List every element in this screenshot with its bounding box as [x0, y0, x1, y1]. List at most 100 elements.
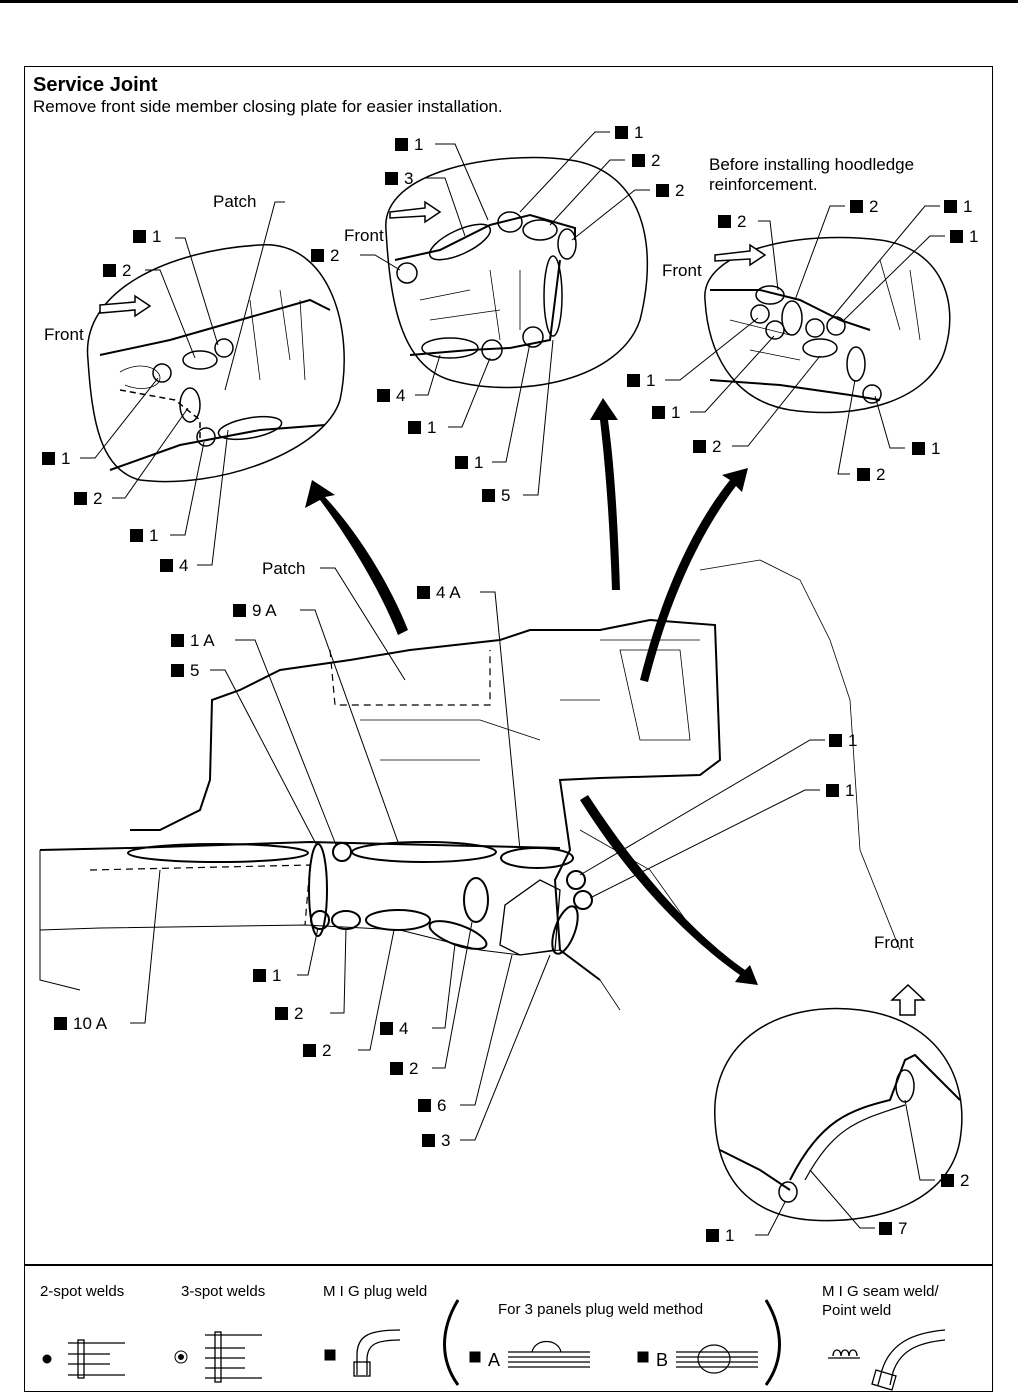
- weld-label-tc-2c: 2: [656, 182, 684, 200]
- weld-count: 4 A: [436, 583, 461, 602]
- weld-count: 2: [122, 261, 132, 280]
- leader-lines: [80, 131, 945, 1236]
- front-arrow-left: [99, 294, 152, 318]
- plug-weld-square-icon: [377, 389, 390, 402]
- legend-mig-seam-1: M I G seam weld/: [822, 1283, 939, 1300]
- weld-label-m-4: 4: [380, 1020, 408, 1038]
- weld-count: 1: [427, 418, 437, 437]
- weld-count: 1: [414, 135, 424, 154]
- plug-weld-square-icon: [693, 440, 706, 453]
- weld-label-m-9a: 9 A: [233, 602, 277, 620]
- plug-weld-square-icon: [54, 1017, 67, 1030]
- figure-frame: [24, 66, 993, 1392]
- plug-weld-square-icon: [275, 1007, 288, 1020]
- weld-count: 2: [322, 1041, 332, 1060]
- weld-label-m-4a: 4 A: [417, 584, 461, 602]
- weld-label-tc-1d: 1: [455, 454, 483, 472]
- plug-weld-square-icon: [656, 184, 669, 197]
- hoodledge-note: Before installing hoodledge reinforcemen…: [709, 155, 915, 194]
- front-label-left: Front: [44, 325, 84, 344]
- plug-weld-square-icon: [233, 604, 246, 617]
- plug-weld-square-icon: [385, 172, 398, 185]
- three-spot-icon: [205, 1331, 262, 1383]
- weld-count: 6: [437, 1096, 447, 1115]
- weld-label-m-1r2: 1: [826, 782, 854, 800]
- plug-weld-square-icon: [253, 969, 266, 982]
- plug-weld-square-icon: [718, 215, 731, 228]
- big-arrows: [305, 398, 758, 985]
- plug-weld-square-icon: [395, 138, 408, 151]
- plug-weld-square-icon: [850, 200, 863, 213]
- weld-label-br-1: 1: [706, 1227, 734, 1245]
- weld-label-m-2b: 2: [303, 1042, 331, 1060]
- weld-label-m-6: 6: [418, 1097, 446, 1115]
- weld-count: 2: [409, 1059, 419, 1078]
- plug-weld-square-icon: [652, 406, 665, 419]
- legend-mig-plug: M I G plug weld: [323, 1283, 428, 1300]
- main-body: [39, 559, 901, 1011]
- weld-label-tc-2b: 2: [632, 152, 660, 170]
- weld-label-tr-1c: 1: [627, 372, 655, 390]
- weld-count: 1: [646, 371, 656, 390]
- two-spot-icon: [68, 1339, 125, 1379]
- legend-b-label: B: [656, 1350, 669, 1370]
- front-label-right: Front: [662, 261, 702, 280]
- plug-square-b-icon: [637, 1351, 649, 1363]
- front-label-bottom: Front: [874, 933, 914, 952]
- weld-count: 2: [960, 1171, 970, 1190]
- weld-label-m-1r1: 1: [829, 732, 857, 750]
- patch-label-detail: Patch: [213, 192, 257, 211]
- weld-label-br-2: 2: [941, 1172, 969, 1190]
- legend-three-panels: For 3 panels plug weld method: [498, 1301, 704, 1318]
- plug-weld-square-icon: [944, 200, 957, 213]
- weld-label-tl-2b: 2: [74, 490, 102, 508]
- plug-weld-square-icon: [950, 230, 963, 243]
- weld-count: 1: [149, 526, 159, 545]
- weld-label-tc-4: 4: [377, 387, 405, 405]
- weld-count: 1: [634, 123, 644, 142]
- weld-label-m-2a: 2: [275, 1005, 303, 1023]
- weld-count: 1: [725, 1226, 735, 1245]
- weld-count: 10 A: [73, 1014, 108, 1033]
- plug-weld-square-icon: [103, 264, 116, 277]
- weld-label-tl-1b: 1: [42, 450, 70, 468]
- weld-label-tr-2d: 2: [857, 466, 885, 484]
- weld-label-tc-5: 5: [482, 487, 510, 505]
- detail-top-center: [385, 156, 649, 389]
- plug-square-a-icon: [469, 1351, 481, 1363]
- weld-count: 2: [651, 151, 661, 170]
- plug-weld-b-icon: [676, 1344, 758, 1374]
- plug-weld-square-icon: [74, 492, 87, 505]
- plug-weld-square-icon: [380, 1022, 393, 1035]
- weld-count: 4: [396, 386, 406, 405]
- plug-weld-square-icon: [171, 664, 184, 677]
- weld-count: 2: [675, 181, 685, 200]
- weld-count: 1: [963, 197, 973, 216]
- page-title: Service Joint: [33, 74, 158, 96]
- legend-divider: [24, 1264, 993, 1266]
- front-label-top: Front: [344, 226, 384, 245]
- weld-label-m-2c: 2: [390, 1060, 418, 1078]
- weld-label-tc-3: 3: [385, 170, 413, 188]
- weld-count: 3: [441, 1131, 451, 1150]
- mig-plug-icon: [356, 1329, 401, 1375]
- weld-label-tl-4: 4: [160, 557, 188, 575]
- seam-weld-icon: [828, 1349, 860, 1359]
- weld-label-m-1b: 1: [253, 967, 281, 985]
- right-paren-icon: [764, 1299, 781, 1386]
- weld-label-tr-2b: 2: [850, 198, 878, 216]
- weld-count: 4: [179, 556, 189, 575]
- plug-weld-square-icon: [829, 734, 842, 747]
- legend-a-label: A: [488, 1350, 501, 1370]
- weld-count: 4: [399, 1019, 409, 1038]
- weld-count: 1: [474, 453, 484, 472]
- weld-label-tc-1c: 1: [408, 419, 436, 437]
- weld-label-tc-1b: 1: [615, 124, 643, 142]
- plug-weld-square-icon: [311, 249, 324, 262]
- plug-weld-square-icon: [941, 1174, 954, 1187]
- page-subtitle: Remove front side member closing plate f…: [33, 97, 503, 116]
- plug-weld-square-icon: [706, 1229, 719, 1242]
- weld-label-tr-1b: 1: [950, 228, 978, 246]
- legend-mig-seam-2: Point weld: [822, 1302, 892, 1319]
- left-paren-icon: [443, 1299, 460, 1386]
